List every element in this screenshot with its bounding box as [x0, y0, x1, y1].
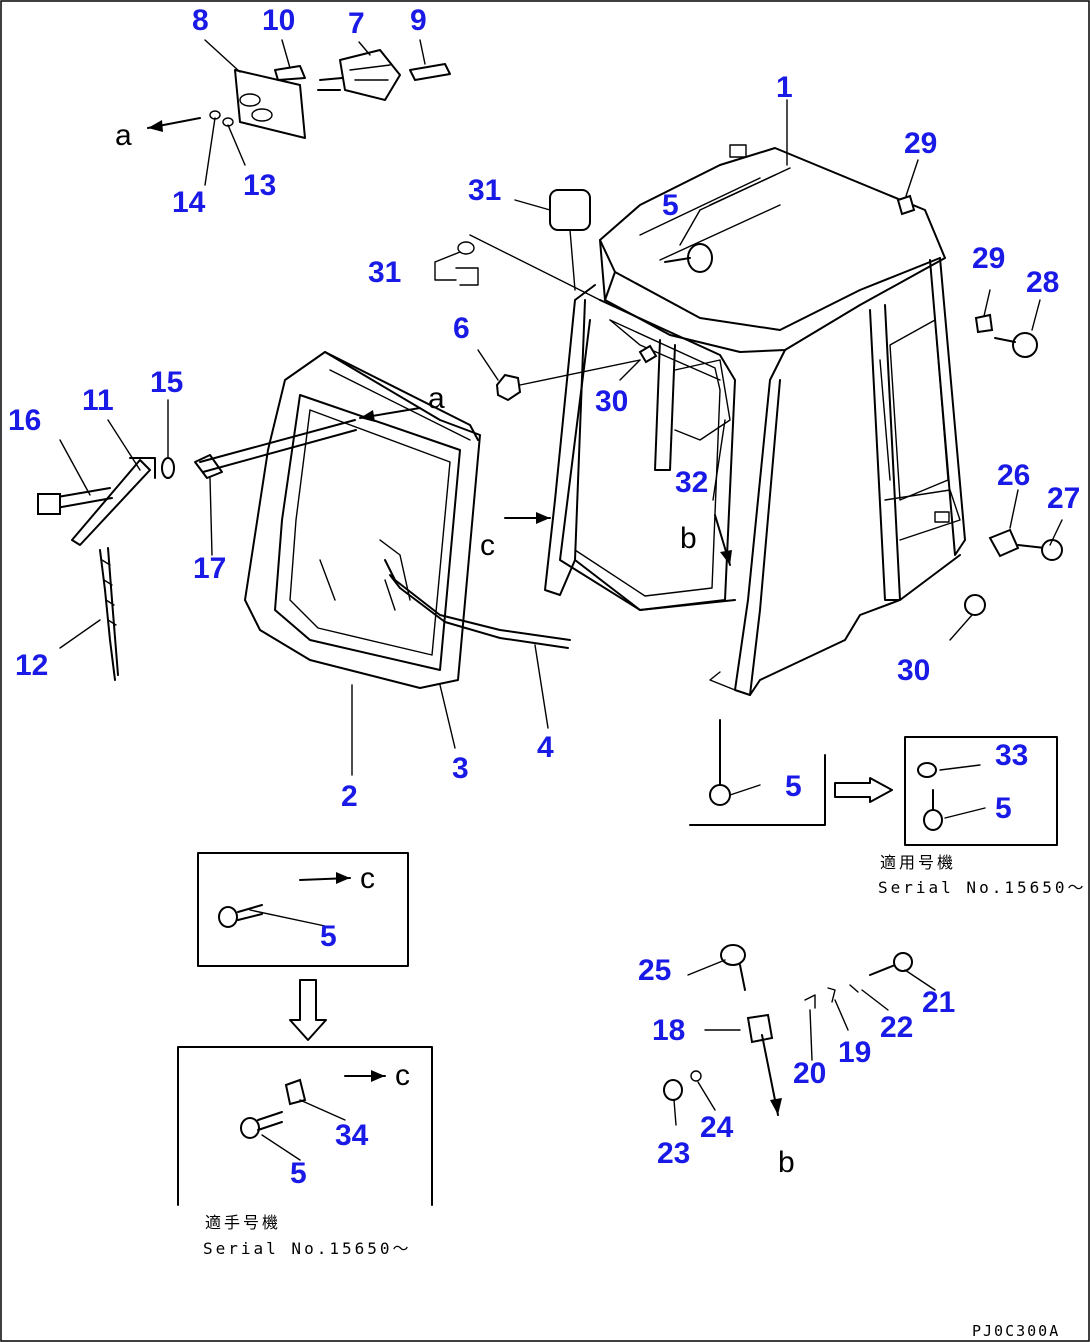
callout-25: 25	[638, 954, 671, 987]
arrow-label-c: c	[395, 1059, 410, 1092]
callout-27: 27	[1047, 482, 1080, 515]
serial-note-jp: 適用号機	[880, 853, 956, 872]
callout-numbers: 1 5 29 29 28 31 31 6 30 32 26 27 30 5 33…	[8, 4, 1080, 1190]
callout-14: 14	[172, 186, 206, 219]
callout-6: 6	[453, 312, 470, 345]
callout-34: 34	[335, 1119, 369, 1152]
wiper-assembly	[37, 419, 357, 681]
callout-4: 4	[537, 731, 554, 764]
callout-9: 9	[410, 4, 427, 37]
callout-29: 29	[904, 127, 937, 160]
callout-5: 5	[785, 770, 802, 803]
callout-24: 24	[700, 1111, 734, 1144]
detail-box-c	[177, 852, 433, 1206]
arrow-label-a: a	[115, 119, 132, 152]
callout-5: 5	[995, 792, 1012, 825]
work-light	[455, 189, 591, 291]
wiper-motor	[209, 49, 451, 139]
callout-21: 21	[922, 986, 955, 1019]
callout-5: 5	[290, 1157, 307, 1190]
callout-8: 8	[192, 4, 209, 37]
callout-30: 30	[595, 385, 628, 418]
callout-33: 33	[995, 739, 1028, 772]
callout-28: 28	[1026, 266, 1059, 299]
callout-16: 16	[8, 404, 41, 437]
bracket-detail	[663, 944, 913, 1101]
arrow-label-b: b	[778, 1146, 795, 1179]
callout-30: 30	[897, 654, 930, 687]
serial-notes: 適用号機 Serial No.15650～ 適手号機 Serial No.156…	[203, 853, 1087, 1340]
callout-31: 31	[368, 256, 401, 289]
arrow-label-a: a	[428, 382, 445, 415]
callout-19: 19	[838, 1036, 871, 1069]
callout-31: 31	[468, 174, 501, 207]
arrow-letters: a a c b c c b	[115, 119, 795, 1179]
serial-note-jp-alt: 適手号機	[205, 1213, 281, 1232]
callout-11: 11	[82, 384, 114, 417]
callout-26: 26	[997, 459, 1030, 492]
diagram-code: PJ0C300A	[972, 1322, 1060, 1340]
reference-arrows	[147, 117, 782, 1116]
callout-2: 2	[341, 780, 358, 813]
callout-17: 17	[193, 552, 226, 585]
callout-5: 5	[662, 189, 679, 222]
callout-7: 7	[348, 7, 365, 40]
hardware-parts	[495, 194, 1063, 806]
cab-assembly	[544, 144, 966, 696]
leader-lines	[59, 39, 1063, 1161]
callout-15: 15	[150, 366, 183, 399]
callout-13: 13	[243, 169, 276, 202]
callout-22: 22	[880, 1011, 913, 1044]
callout-18: 18	[652, 1014, 685, 1047]
arrow-label-c: c	[480, 529, 495, 562]
callout-12: 12	[15, 649, 48, 682]
windshield-assembly	[244, 351, 571, 689]
callout-1: 1	[776, 71, 793, 104]
callout-3: 3	[452, 752, 469, 785]
callout-23: 23	[657, 1137, 690, 1170]
callout-5: 5	[320, 920, 337, 953]
callout-32: 32	[675, 466, 708, 499]
arrow-label-b: b	[680, 522, 697, 555]
serial-note: Serial No.15650～	[878, 878, 1087, 897]
callout-10: 10	[262, 4, 295, 37]
arrow-label-c: c	[360, 862, 375, 895]
callout-29: 29	[972, 242, 1005, 275]
detail-box-5	[689, 736, 1058, 846]
serial-note: Serial No.15650～	[203, 1239, 412, 1258]
callout-20: 20	[793, 1057, 826, 1090]
